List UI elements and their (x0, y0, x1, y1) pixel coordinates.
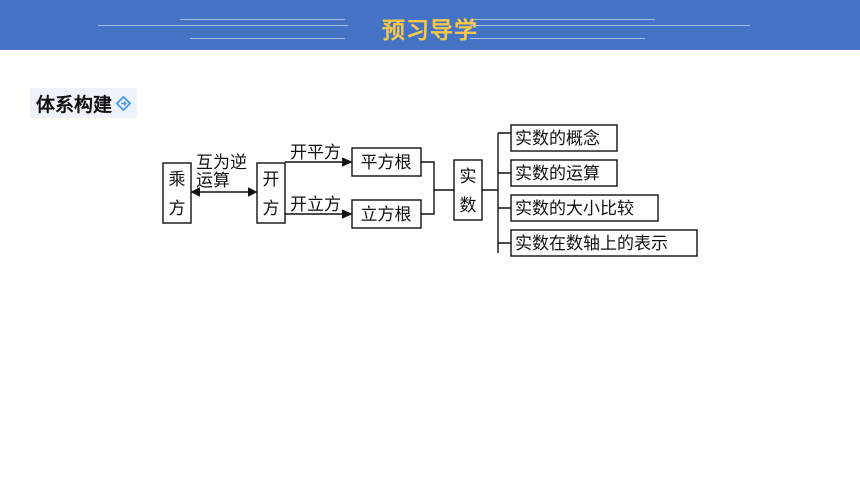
header-deco-line (470, 25, 750, 26)
node-cube-root-box (351, 199, 422, 229)
branch-bracket (482, 132, 511, 253)
section-label: 体系构建 (36, 93, 113, 116)
topic-box (510, 229, 698, 257)
page-title: 预习导学 (382, 18, 478, 44)
diamond-arrow-icon (116, 95, 132, 111)
arrow-head-left (190, 187, 201, 197)
node-kaifang-box (256, 162, 286, 224)
topic-label: 实数的大小比较 (515, 199, 634, 219)
topic-box (510, 159, 618, 187)
header-bar: 预习导学 (0, 0, 860, 50)
relation-label-top: 互为逆 (196, 153, 247, 173)
node-real-top: 实 (460, 167, 477, 187)
node-chengfang-top: 乘 (169, 170, 186, 190)
header-deco-line (98, 25, 348, 26)
topic-label: 实数在数轴上的表示 (515, 234, 668, 254)
node-chengfang-box (162, 162, 192, 224)
header-deco-line (470, 38, 645, 39)
edge-square-arrowhead (341, 157, 353, 167)
topic-box (510, 124, 618, 152)
arrow-head-right (247, 187, 258, 197)
topic-box (510, 194, 659, 222)
node-cube-root-label: 立方根 (361, 205, 412, 225)
node-square-root-label: 平方根 (361, 153, 412, 173)
header-deco-line (190, 38, 345, 39)
topic-label: 实数的概念 (515, 128, 600, 149)
node-real-box (453, 159, 483, 221)
node-square-root-box (351, 147, 422, 177)
edge-cube-label: 开立方 (290, 195, 341, 215)
section-heading: 体系构建 (30, 88, 138, 118)
merge-bracket (421, 161, 454, 215)
header-deco-line (180, 19, 345, 20)
relation-label-bottom: 运算 (196, 171, 230, 191)
header-deco-line (470, 19, 655, 20)
topic-label: 实数的运算 (515, 164, 600, 184)
edge-cube-arrowhead (341, 209, 353, 219)
node-real-bottom: 数 (460, 196, 477, 216)
node-chengfang-bottom: 方 (169, 199, 186, 219)
node-kaifang-bottom: 方 (263, 199, 280, 219)
node-kaifang-top: 开 (263, 170, 280, 190)
edge-square-label: 开平方 (290, 143, 341, 163)
